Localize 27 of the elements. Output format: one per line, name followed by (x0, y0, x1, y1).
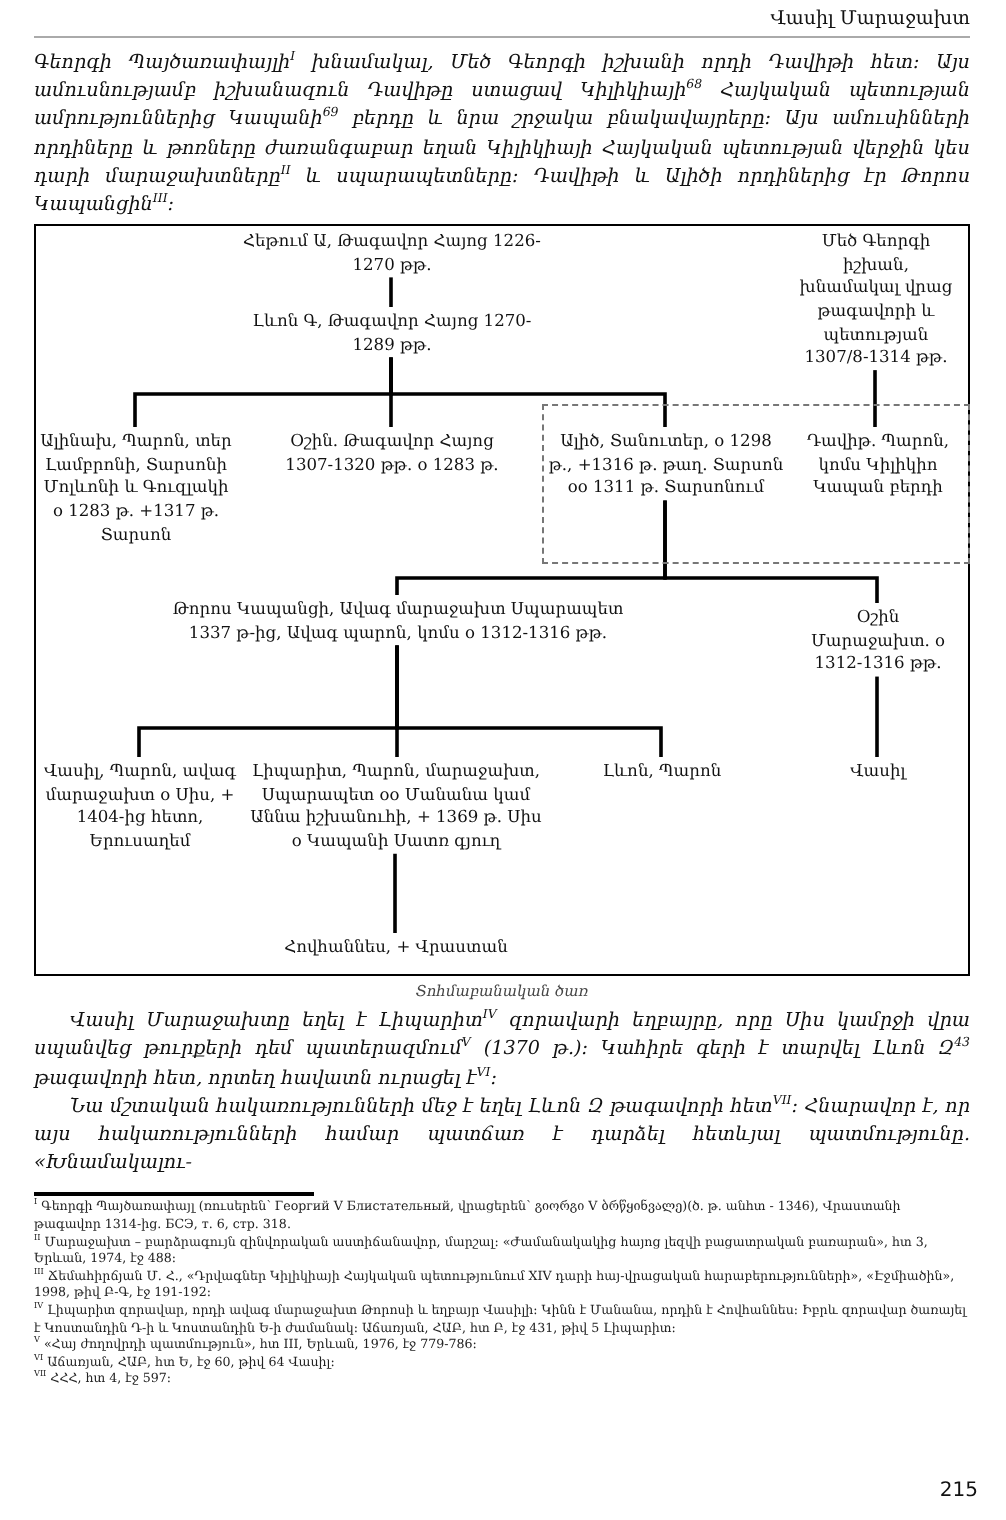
body-paragraph: Նա մշտական հակառությունների մեջ է եղել Լևոն Զ թագավորի հետ$^{VII}$: Հնարավոր է, որ այս հակառությունների համար պատճառ է դարձել հետևյալ պատմությունը. «Խնամակալու- (34, 1093, 970, 1179)
connector-line (395, 645, 663, 758)
name-entry: Լևոն, Պարոն (592, 760, 732, 784)
dashed-group-box (542, 404, 970, 565)
connector-line (663, 501, 879, 604)
connector-line (389, 277, 393, 308)
name-entry: Հեթում Ա, Թագավոր Հայոց 1226-1270 թթ. (232, 230, 552, 277)
name-entry: Օշին Մարաջախտ. o 1312-1316 թթ. (796, 606, 960, 676)
name-entry: Ալիծ, Տանուտեր, o 1298 թ., +1316 թ. թաղ. Տարսոն oo 1311 թ. Տարսոնում (548, 430, 784, 500)
name-entry: Դավիթ. Պարոն, կոմս Կիլիկիո Կապան բերդի (796, 430, 960, 500)
name-entry: Լևոն Գ, Թագավոր Հայոց 1270-1289 թթ. (232, 310, 552, 357)
connector-line (875, 677, 879, 758)
name-entry: Վասիլ (796, 760, 960, 784)
body-paragraph: Վասիլ Մարաջախտը եղել է Լիպարիտ$^{IV}$ զորավարի եղբայրը, որը Սիս կամրջի վրա սպանվեց թուրքերի դեմ պատերազմում$^{V}$ (1370 թ.): Կահիրե գերի է տարվել Լևոն Զ$^{43}$ թագավորի հետ, որտեղ հավատն ուրացել է$^{VI}$: (34, 1008, 970, 1094)
name-entry: Հովհաննես, + Վրաստան (246, 936, 546, 960)
running-header: Վասիլ Մարաջախտ (34, 8, 970, 38)
name-entry: Ալինախ, Պարոն, տեր Լամբրոնի, Տարսոնի Մոլևոնի և Գուզլակի o 1283 թ. +1317 թ. Տարսոն (38, 430, 234, 547)
connector-line (389, 357, 667, 428)
name-entry: Վասիլ, Պարոն, ավագ մարաջախտ o Սիս, + 1404-ից հետո, Երուսաղեմ (38, 760, 242, 854)
page-number: 215 (939, 1480, 978, 1502)
body-paragraph: Գեորգի Պայծառափայլի$^{I}$ խնամակալ, Մեծ Գեորգի իշխանի որդի Դավիթի հետ: Այս ամուսնությամբ իշխանազուն Դավիթը ստացավ Կիլիկիայի$^{68}$ Հայկական պետության ամրություններից Կապանի$^{69}$ բերդը և նրա շրջակա բնակավայրերը: Այս ամուսինների որդիները և թոռները ժառանգաբար եղան Կիլիկիայի Հայկական պետության վերջին կես դարի մարաջախտները$^{II}$ և սպարապետները: Դավիթի և Ալիծի որդիներից էր Թորոս Կապանցին$^{III}$: (34, 50, 970, 221)
connector-line (393, 854, 397, 934)
name-entry: Օշին. Թագավոր Հայոց 1307-1320 թթ. o 1283 թ. (268, 430, 516, 477)
name-entry: Թորոս Կապանցի, Ավագ մարաջախտ Սպարապետ 1337 թ-ից, Ավագ պարոն, կոմս o 1312-1316 թթ. (168, 598, 628, 645)
name-entry: Մեծ Գեորգի իշխան, խնամակալ վրաց թագավորի և պետության 1307/8-1314 թթ. (792, 230, 960, 370)
connector-line (873, 370, 877, 428)
name-entry: Լիպարիտ, Պարոն, մարաջախտ, Սպարապետ oo Մանանա կամ Աննա իշխանուհի, + 1369 թ. Սիս o Կապանի Սատռ գյուղ (244, 760, 548, 854)
